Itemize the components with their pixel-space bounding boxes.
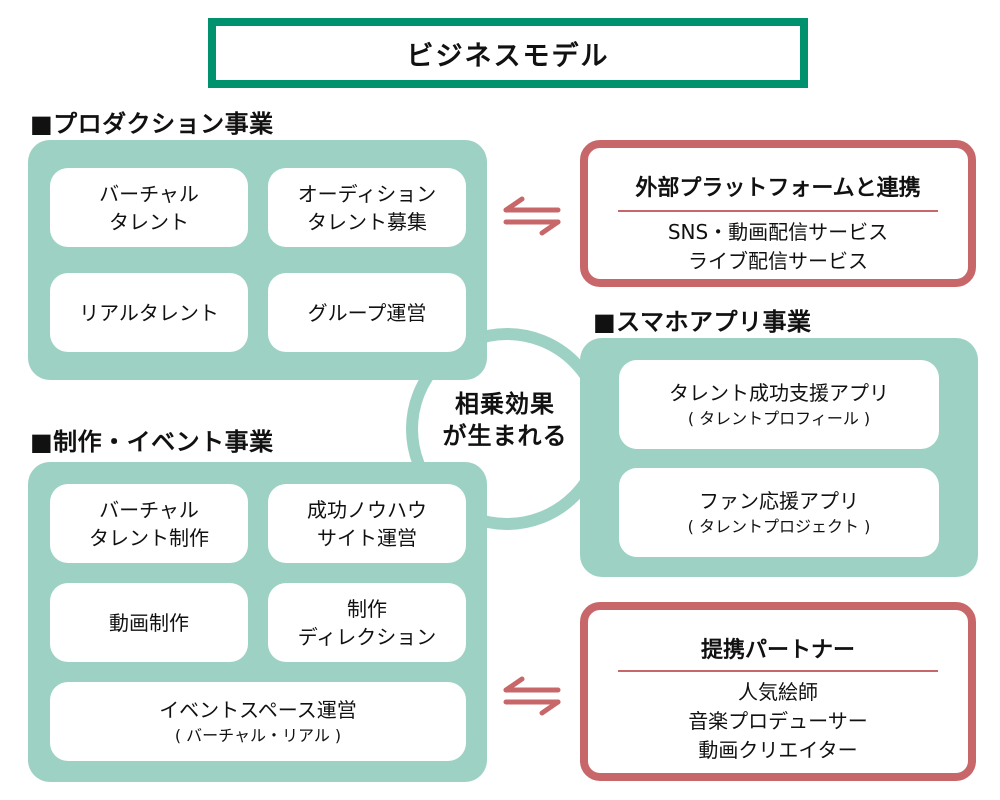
app-card-talent-success: タレント成功支援アプリ ( タレントプロフィール )	[619, 360, 939, 449]
card-line2: ( タレントプロジェクト )	[687, 516, 871, 536]
card-line1: タレント成功支援アプリ	[669, 380, 889, 405]
creation-card-virtual-talent-production: バーチャル タレント制作	[50, 484, 248, 563]
partners-divider	[618, 670, 938, 672]
creation-card-video-production: 動画制作	[50, 583, 248, 662]
card-line2: サイト運営	[317, 525, 417, 550]
card-line1: イベントスペース運営	[159, 697, 357, 722]
partners-heading: 提携パートナー	[700, 638, 855, 663]
partners-box: 提携パートナー 人気絵師 音楽プロデューサー 動画クリエイター	[580, 602, 976, 781]
card-line2: ( タレントプロフィール )	[687, 408, 871, 428]
production-card-audition: オーディション タレント募集	[268, 168, 466, 247]
creation-card-event-space: イベントスペース運営 ( バーチャル・リアル )	[50, 682, 466, 761]
card-line1: グループ運営	[307, 300, 427, 325]
synergy-label: 相乗効果 が生まれる	[430, 388, 580, 452]
card-line1: リアルタレント	[79, 300, 219, 325]
external-platform-list: SNS・動画配信サービス ライブ配信サービス	[588, 218, 968, 276]
card-line2: タレント募集	[307, 209, 427, 234]
creation-event-heading: ■制作・イベント事業	[30, 428, 274, 456]
card-line2: ( バーチャル・リアル )	[174, 725, 342, 745]
smartphone-app-panel: タレント成功支援アプリ ( タレントプロフィール ) ファン応援アプリ ( タレ…	[580, 338, 978, 577]
creation-card-production-direction: 制作 ディレクション	[268, 583, 466, 662]
external-platform-heading: 外部プラットフォームと連携	[635, 176, 921, 201]
production-card-real-talent: リアルタレント	[50, 273, 248, 352]
exchange-arrows-icon	[503, 676, 561, 716]
card-line2: ディレクション	[297, 624, 437, 649]
partner-item: 音楽プロデューサー	[688, 709, 868, 733]
exchange-arrows-icon	[503, 196, 561, 236]
external-platform-divider	[618, 210, 938, 212]
production-heading: ■プロダクション事業	[30, 110, 274, 138]
card-line1: ファン応援アプリ	[699, 488, 859, 513]
partners-list: 人気絵師 音楽プロデューサー 動画クリエイター	[588, 678, 968, 765]
card-line1: バーチャル	[99, 497, 199, 522]
synergy-line1: 相乗効果	[455, 390, 555, 418]
app-card-fan-support: ファン応援アプリ ( タレントプロジェクト )	[619, 468, 939, 557]
production-panel: バーチャル タレント オーディション タレント募集 リアルタレント グループ運営	[28, 140, 487, 380]
card-line2: タレント制作	[89, 525, 209, 550]
partner-item: 人気絵師	[738, 680, 818, 704]
external-platform-item: ライブ配信サービス	[688, 249, 868, 273]
external-platform-item: SNS・動画配信サービス	[667, 220, 889, 244]
card-line2: タレント	[109, 209, 189, 234]
card-line1: 動画制作	[109, 610, 189, 635]
creation-event-panel: バーチャル タレント制作 成功ノウハウ サイト運営 動画制作 制作 ディレクショ…	[28, 462, 487, 782]
smartphone-app-heading: ■スマホアプリ事業	[593, 308, 812, 336]
card-line1: バーチャル	[99, 181, 199, 206]
production-card-group-management: グループ運営	[268, 273, 466, 352]
card-line1: オーディション	[297, 181, 437, 206]
diagram-title: ビジネスモデル	[208, 18, 808, 88]
card-line1: 制作	[347, 596, 387, 621]
external-platform-box: 外部プラットフォームと連携 SNS・動画配信サービス ライブ配信サービス	[580, 140, 976, 287]
diagram-title-text: ビジネスモデル	[406, 40, 610, 72]
card-line1: 成功ノウハウ	[307, 497, 427, 522]
synergy-line2: が生まれる	[442, 422, 568, 450]
production-card-virtual-talent: バーチャル タレント	[50, 168, 248, 247]
creation-card-success-knowhow-site: 成功ノウハウ サイト運営	[268, 484, 466, 563]
partner-item: 動画クリエイター	[698, 738, 858, 762]
